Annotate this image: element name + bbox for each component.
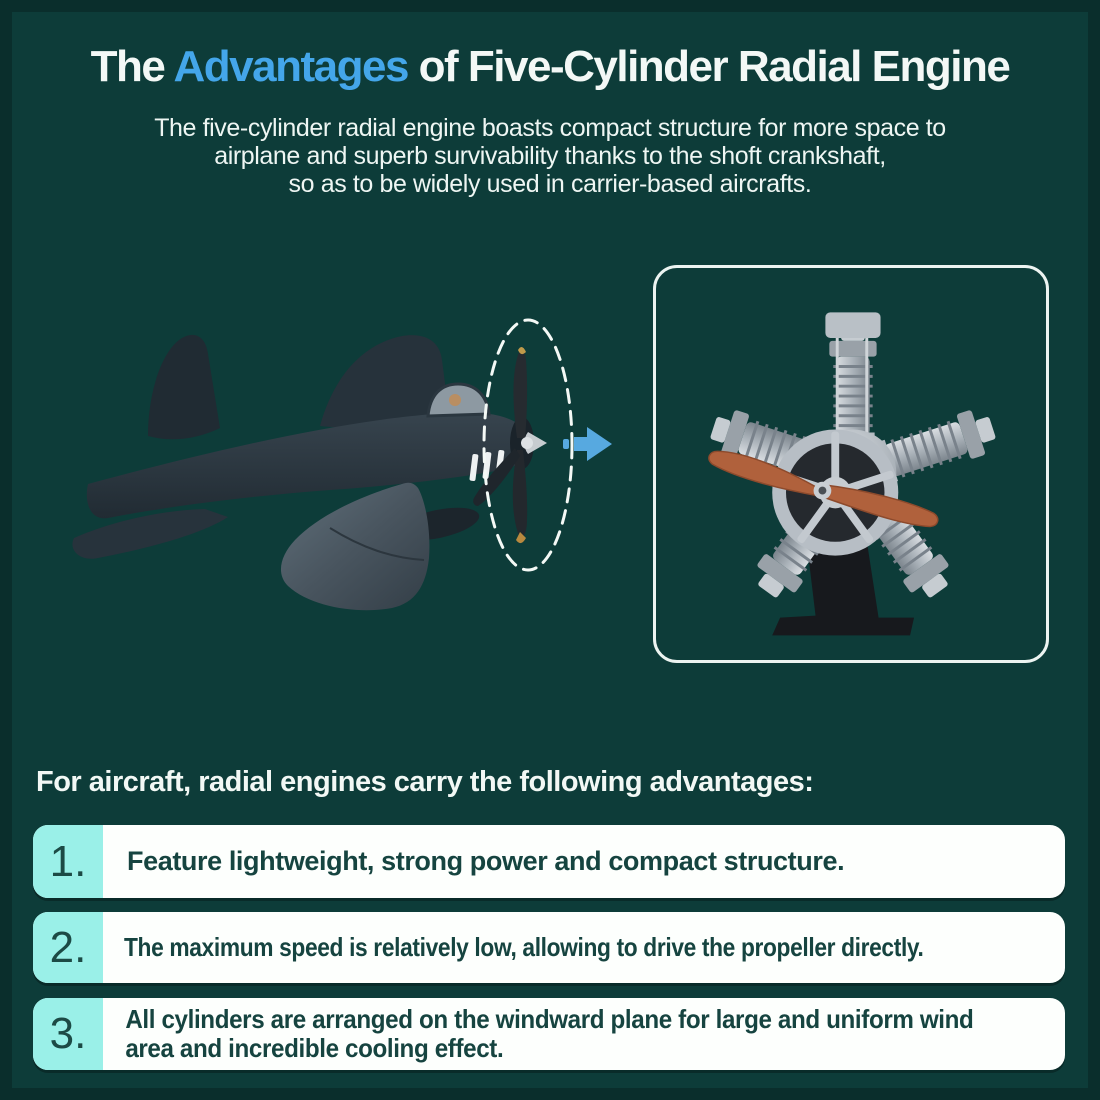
page-title: The Advantages of Five-Cylinder Radial E… (0, 42, 1100, 92)
engine-propeller (708, 450, 939, 528)
advantage-card-2: 2. The maximum speed is relatively low, … (33, 912, 1065, 983)
advantage-number-3: 3. (33, 998, 103, 1070)
title-post: of Five-Cylinder Radial Engine (407, 42, 1011, 91)
propeller (473, 346, 528, 544)
aircraft-illustration (72, 318, 574, 611)
advantage-text-1: Feature lightweight, strong power and co… (127, 846, 845, 876)
tail-stabilizer (72, 509, 228, 559)
propeller-bolt (818, 486, 827, 495)
aircraft-photo (30, 316, 620, 636)
title-highlight: Advantages (173, 42, 410, 91)
section-heading: For aircraft, radial engines carry the f… (36, 766, 814, 798)
engine-panel (653, 265, 1049, 663)
advantage-number-2: 2. (33, 912, 103, 983)
spinner-hub (521, 437, 533, 449)
subtitle-line-3: so as to be widely used in carrier-based… (288, 170, 812, 198)
advantage-number-1: 1. (33, 825, 103, 898)
near-wing (280, 482, 430, 611)
pilot (449, 394, 461, 406)
title-pre: The (90, 42, 174, 91)
tail-fin (148, 334, 220, 440)
fuselage (86, 412, 533, 519)
rocker-box (825, 312, 881, 338)
wing-panel-line (329, 527, 425, 561)
advantage-card-3: 3. All cylinders are arranged on the win… (33, 998, 1065, 1070)
pushrods (835, 332, 869, 439)
spinner (524, 432, 547, 454)
subtitle-line-1: The five-cylinder radial engine boasts c… (154, 114, 946, 142)
advantage-text-3: All cylinders are arranged on the windwa… (125, 1003, 974, 1063)
radial-engine-illustration (708, 312, 996, 636)
advantage-card-1: 1. Feature lightweight, strong power and… (33, 825, 1065, 898)
subtitle-line-2: airplane and superb survivability thanks… (214, 142, 886, 170)
far-wing (320, 335, 450, 429)
arrow-right-icon (563, 424, 615, 464)
arrow-right-glyph (563, 427, 612, 461)
advantage-text-2: The maximum speed is relatively low, all… (124, 932, 924, 962)
propeller-highlight-ellipse (482, 318, 574, 572)
subtitle: The five-cylinder radial engine boasts c… (0, 114, 1100, 198)
